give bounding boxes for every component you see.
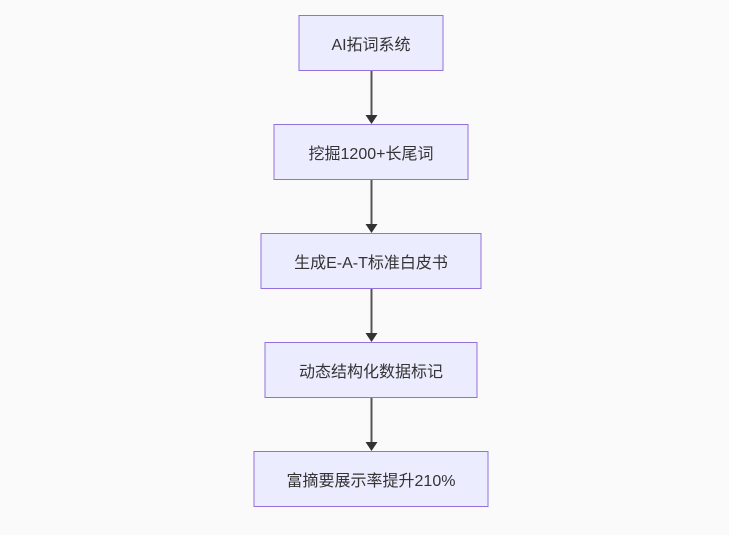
edge-arrow-2-3 (365, 180, 377, 233)
flow-node-label: AI拓词系统 (331, 37, 411, 54)
edge-line (370, 180, 372, 224)
edge-arrow-3-4 (365, 289, 377, 342)
flow-node-label: 动态结构化数据标记 (298, 364, 443, 381)
flow-node-label: 生成E-A-T标准白皮书 (294, 255, 448, 272)
arrowhead-down-icon (365, 115, 377, 124)
flow-node-step-4: 动态结构化数据标记 (264, 342, 478, 398)
arrowhead-down-icon (365, 224, 377, 233)
flow-node-label: 富摘要展示率提升210% (286, 473, 456, 490)
flow-node-step-3: 生成E-A-T标准白皮书 (260, 233, 482, 289)
edge-line (370, 398, 372, 442)
edge-arrow-4-5 (365, 398, 377, 451)
flow-node-step-5: 富摘要展示率提升210% (253, 451, 489, 507)
flowchart: AI拓词系统 挖掘1200+长尾词 生成E-A-T标准白皮书 动态结构化数据标记… (253, 15, 489, 507)
edge-line (370, 71, 372, 115)
flow-node-step-1: AI拓词系统 (298, 15, 444, 71)
arrowhead-down-icon (365, 333, 377, 342)
edge-arrow-1-2 (365, 71, 377, 124)
edge-line (370, 289, 372, 333)
arrowhead-down-icon (365, 442, 377, 451)
flow-node-step-2: 挖掘1200+长尾词 (273, 124, 469, 180)
flow-node-label: 挖掘1200+长尾词 (308, 146, 434, 163)
